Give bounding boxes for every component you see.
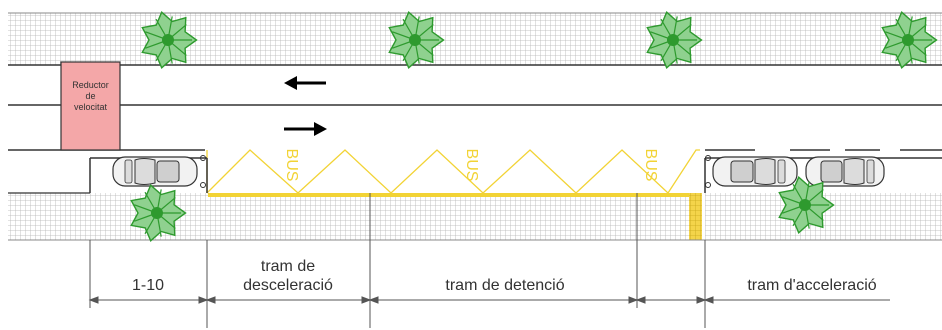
dim-label-1-10: 1-10 [131,277,165,294]
dim-label-stop: tram de detenció [445,277,565,294]
trees [130,11,938,242]
tree-icon-top-2 [388,11,445,69]
car-icon-left [112,156,198,187]
arrow-right-icon [284,122,327,136]
tree-icon-top-1 [141,11,198,69]
svg-text:BUS: BUS [463,149,480,182]
bus-bay-zigzag [206,149,700,195]
car-icon-right-1 [712,156,798,187]
svg-text:BUS: BUS [642,149,659,182]
speed-reducer [60,61,121,151]
road-markings [8,104,942,151]
speed-reducer-label: Reductor de velocitat [72,80,109,112]
car-icon-right-2 [805,156,885,187]
dim-label-deceleration: tram de desceleració [243,258,333,294]
tree-icon-top-3 [646,11,703,69]
bus-marking-3: BUS [642,149,659,182]
arrow-left-icon [284,76,326,90]
bus-marking-2: BUS [463,149,480,182]
svg-text:BUS: BUS [283,149,300,182]
bus-marking-1: BUS [283,149,300,182]
dimension-line [88,240,890,328]
tree-icon-top-4 [881,11,938,69]
tree-icon-bottom-1 [130,184,187,242]
bottom-sidewalk [8,155,942,241]
tree-icon-bottom-2 [778,176,835,234]
dim-label-acceleration: tram d'acceleració [747,277,877,294]
